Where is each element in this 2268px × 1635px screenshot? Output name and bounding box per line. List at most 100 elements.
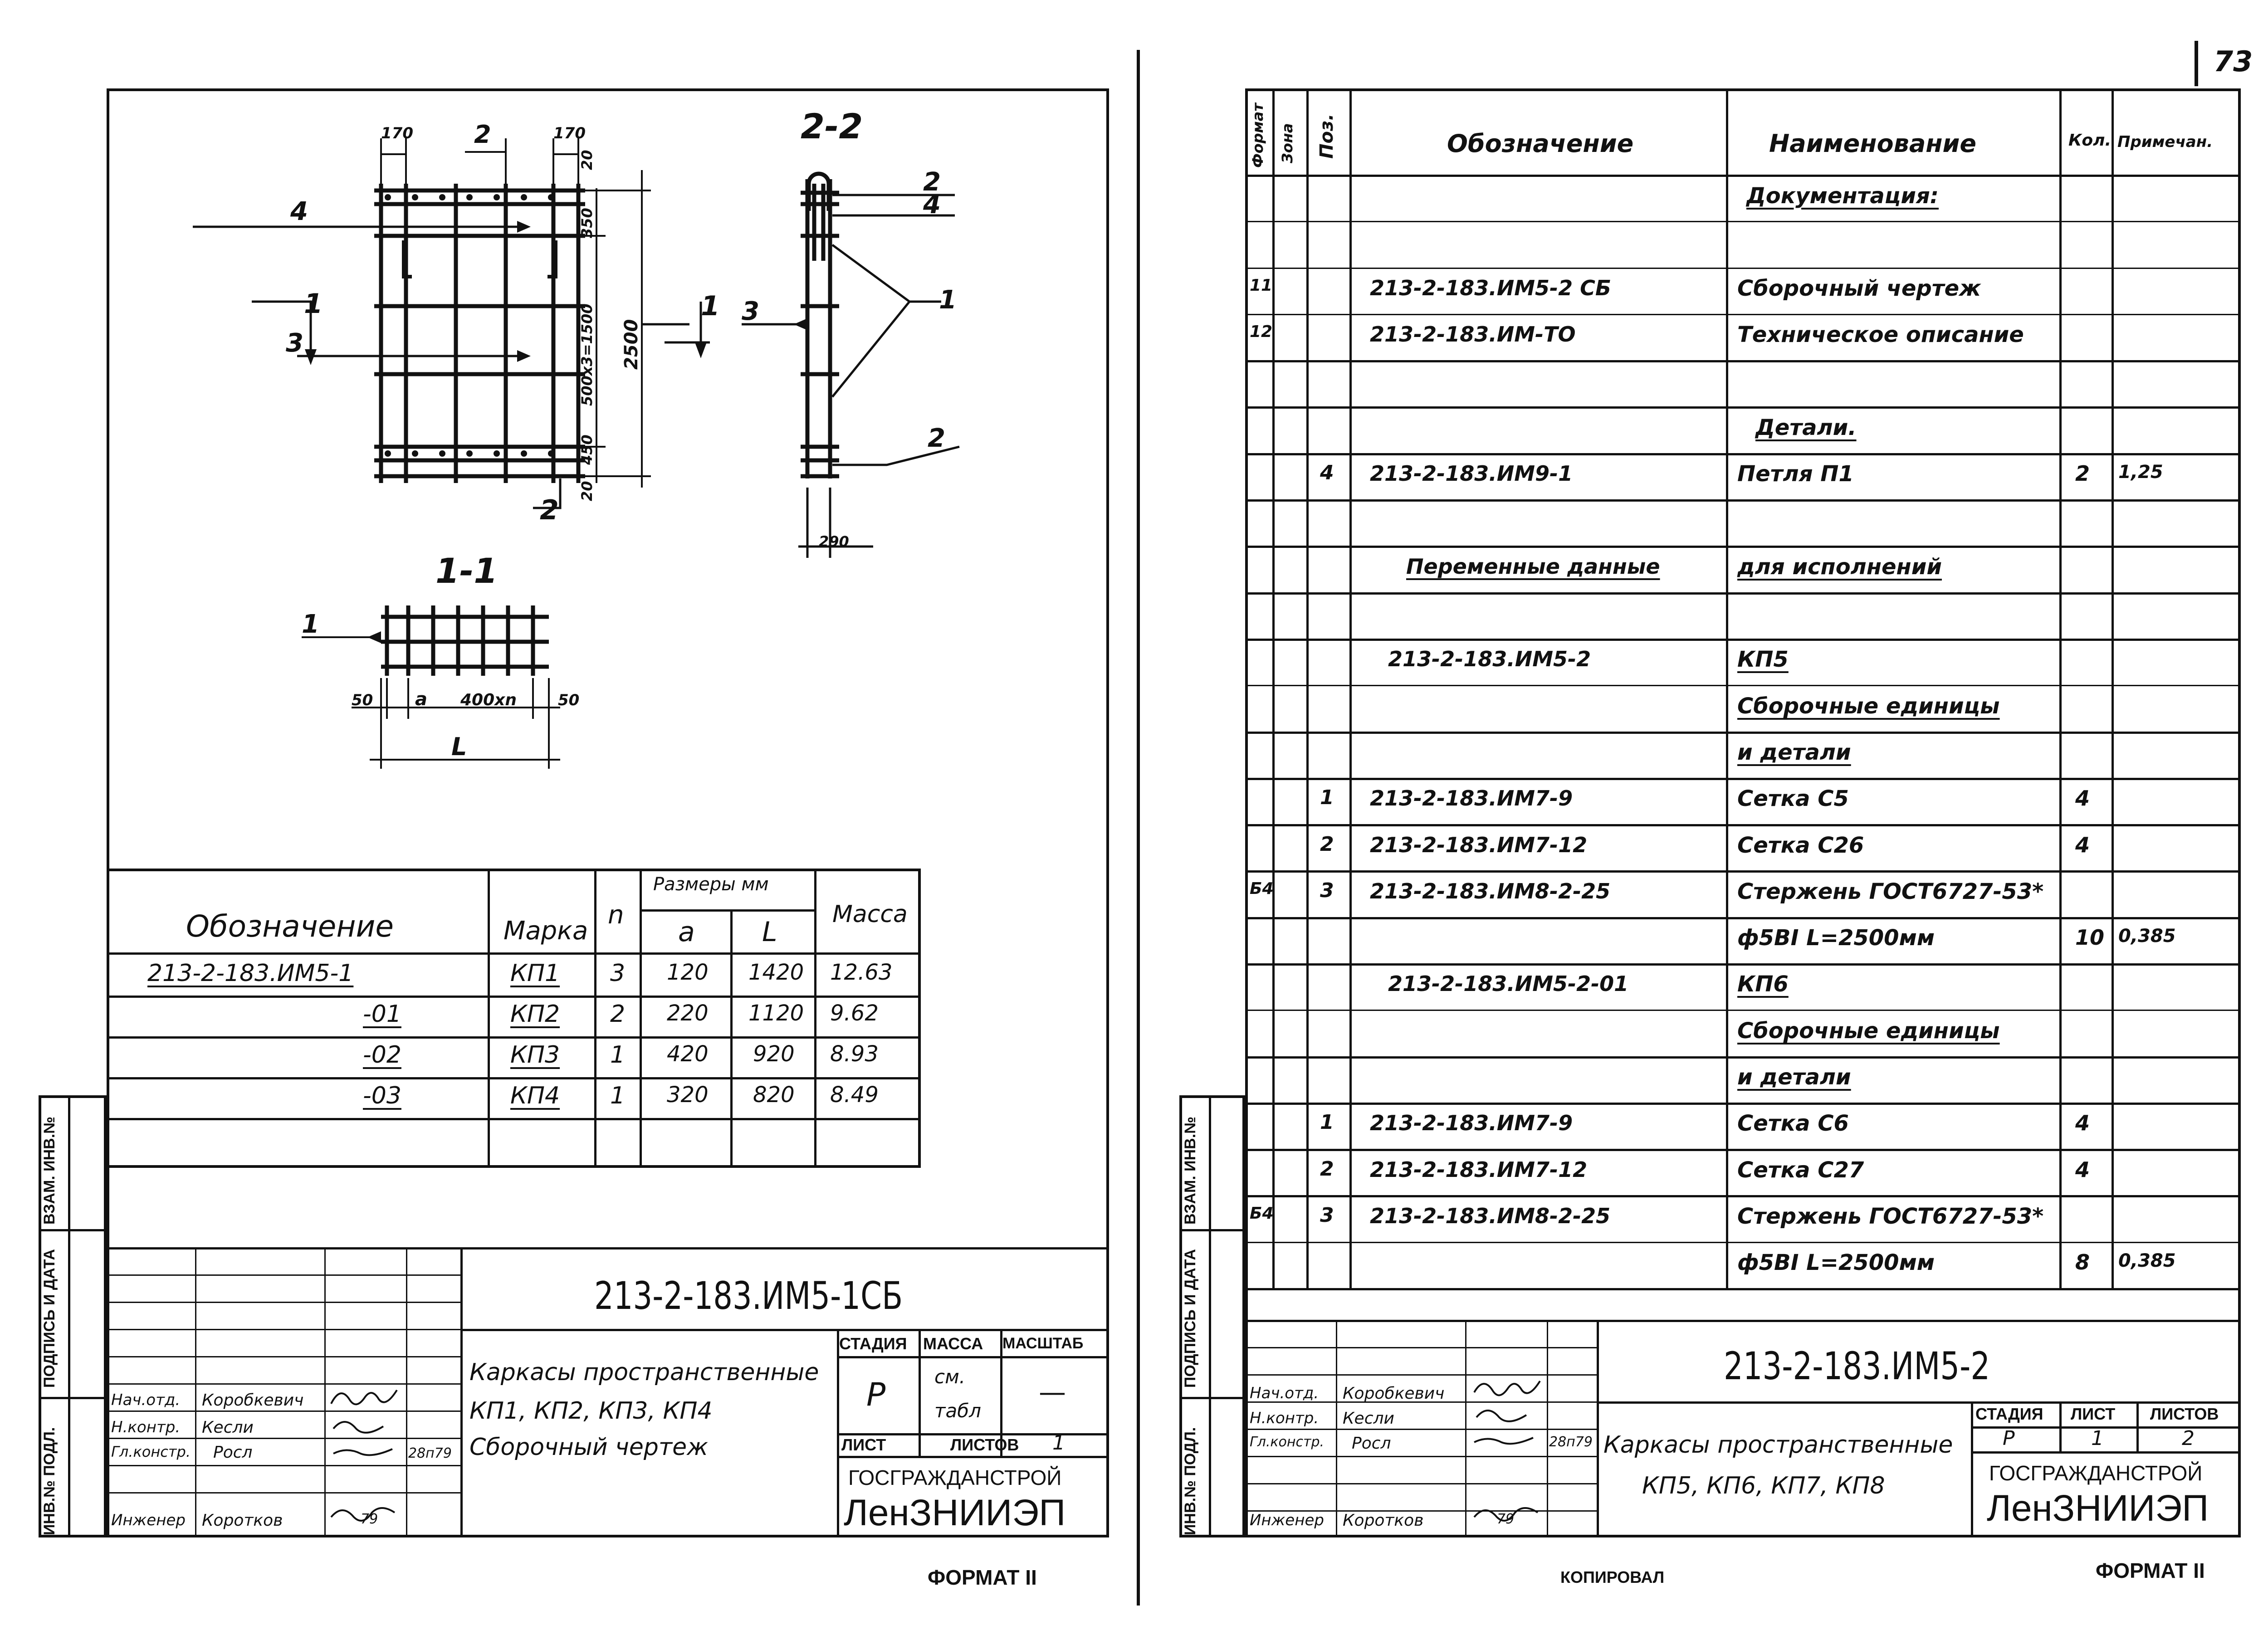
- left-title-grid: [107, 1438, 460, 1439]
- left-side-label-inv: ИНВ.№ ПОДЛ.: [41, 1427, 58, 1535]
- spec-designation: 213-2-183.ИМ5-2-01: [1388, 971, 1629, 996]
- spec-name: ф5ВI L=2500мм: [1737, 925, 1935, 951]
- right-title-top: [1245, 1320, 2241, 1322]
- spec-row-line: [1245, 731, 2241, 734]
- spec-row-line: [1245, 313, 2241, 315]
- dim-bottom-50b: 50: [558, 691, 579, 709]
- spec-name: Сетка С26: [1737, 832, 1864, 858]
- left-scale-header: МАСШТАБ: [1002, 1335, 1084, 1352]
- left-person-name: Росл: [213, 1443, 253, 1462]
- marks-col-line: [488, 869, 490, 1168]
- spec-name: Сетка С6: [1737, 1111, 1849, 1137]
- left-sheets-value: 1: [1052, 1431, 1065, 1454]
- spec-quantity: 4: [2075, 786, 2090, 811]
- left-title-vline: [406, 1247, 407, 1537]
- dim-v-450: 450: [578, 434, 596, 465]
- marks-header-L: L: [762, 916, 777, 948]
- marks-col-line: [594, 869, 596, 1168]
- spec-quantity: 4: [2075, 1157, 2090, 1182]
- marks-mass: 12.63: [830, 960, 893, 985]
- spec-row-line: [1245, 1149, 2241, 1152]
- spec-name: Стержень ГОСТ6727-53*: [1737, 1203, 2044, 1229]
- left-scale-value: —: [1039, 1376, 1066, 1408]
- spec-designation: Переменные данные: [1406, 554, 1660, 579]
- marks-a: 320: [667, 1082, 709, 1108]
- left-title-grid: [107, 1492, 460, 1493]
- right-title-vline: [1597, 1320, 1599, 1537]
- spec-note: 1,25: [2118, 462, 2163, 483]
- spec-row-line: [1245, 406, 2241, 409]
- left-stage-header: СТАДИЯ: [839, 1334, 907, 1353]
- right-title-grid: [1245, 1429, 1597, 1430]
- spec-row-line: [1245, 360, 2241, 363]
- dim-290: 290: [819, 533, 849, 550]
- spec-name: Сборочные единицы: [1737, 1018, 2000, 1044]
- right-title-grid: [1245, 1510, 1597, 1512]
- spec-row-line: [1245, 592, 2241, 595]
- left-sheets-header: ЛИСТОВ: [950, 1435, 1019, 1454]
- page-number-mark: [2195, 41, 2198, 86]
- marks-mark: КП1: [510, 960, 560, 987]
- right-org-1: ГОСГРАЖДАНСТРОЙ: [1989, 1461, 2203, 1485]
- spec-position: 3: [1320, 879, 1334, 902]
- marks-row-line: [107, 1077, 921, 1079]
- spec-designation: 213-2-183.ИМ7-9: [1370, 786, 1573, 811]
- marks-col-line: [814, 869, 816, 1168]
- spec-designation: 213-2-183.ИМ8-2-25: [1370, 1203, 1611, 1228]
- marks-mass: 9.62: [830, 1001, 879, 1026]
- right-stage-header: СТАДИЯ: [1975, 1405, 2043, 1423]
- spec-name: Техническое описание: [1737, 322, 2024, 348]
- spec-position: 2: [1320, 832, 1334, 856]
- marks-n: 1: [610, 1041, 626, 1069]
- marks-header-designation: Обозначение: [186, 909, 394, 944]
- left-format: ФОРМАТ II: [928, 1566, 1037, 1589]
- right-person-date: 28п79: [1549, 1434, 1593, 1450]
- spec-bottom-line: [1245, 1288, 2241, 1290]
- marks-col-line: [640, 869, 642, 1168]
- spec-position: 4: [1320, 461, 1334, 485]
- left-side-strip: [39, 1095, 107, 1537]
- right-strip-divider: [1209, 1095, 1211, 1537]
- left-title-vline: [324, 1247, 326, 1537]
- spec-name: Документация:: [1746, 183, 1939, 209]
- dim-v-350: 350: [578, 208, 596, 238]
- right-title-grid: [1245, 1347, 1597, 1348]
- marks-L: 820: [753, 1082, 795, 1108]
- right-doc-code: 213-2-183.ИМ5-2: [1724, 1344, 1990, 1388]
- spec-quantity: 2: [2075, 461, 2090, 486]
- left-strip-divider: [68, 1095, 70, 1537]
- spec-note: 0,385: [2118, 926, 2176, 947]
- left-org-2: ЛенЗНИИЭП: [844, 1492, 1066, 1533]
- spec-row-line: [1245, 267, 2241, 269]
- spec-header-pos: Поз.: [1316, 113, 1337, 159]
- dim-2500: 2500: [621, 319, 642, 370]
- spec-position: 3: [1320, 1203, 1334, 1227]
- assembly-drawing: 2-2 1-1 170 2 170 20 350 500x3=1500 450 …: [193, 106, 960, 769]
- page-number: 73: [2214, 45, 2253, 78]
- right-strip-divider: [1179, 1397, 1245, 1399]
- spec-name: Детали.: [1755, 415, 1857, 440]
- spec-header-name: Наименование: [1769, 129, 1977, 158]
- left-title-vline: [1000, 1329, 1002, 1456]
- spec-col-line: [2059, 88, 2062, 1288]
- right-org-2: ЛенЗНИИЭП: [1987, 1488, 2209, 1529]
- spec-row-line: [1245, 546, 2241, 548]
- left-title-vline: [919, 1329, 921, 1456]
- spec-designation: 213-2-183.ИМ9-1: [1370, 461, 1573, 486]
- right-sheets-header: ЛИСТОВ: [2150, 1405, 2219, 1423]
- spec-designation: 213-2-183.ИМ7-12: [1370, 832, 1588, 857]
- right-side-strip: [1179, 1095, 1245, 1537]
- left-title-vline: [195, 1247, 196, 1537]
- spec-format: 11: [1250, 276, 1273, 295]
- spec-row-line: [1245, 1102, 2241, 1105]
- right-sheet-frame: [1245, 88, 2241, 1537]
- left-person-role: Инженер: [111, 1511, 186, 1529]
- left-person-date: 28п79: [408, 1445, 452, 1461]
- left-person-name: Коротков: [202, 1511, 283, 1530]
- left-sheet-frame: [107, 88, 1109, 1537]
- spec-row-line: [1245, 870, 2241, 873]
- right-person-role: Н.контр.: [1250, 1409, 1319, 1427]
- dim-top-left: 170: [381, 124, 413, 142]
- marks-L: 1420: [748, 960, 804, 985]
- marks-L: 1120: [748, 1001, 804, 1026]
